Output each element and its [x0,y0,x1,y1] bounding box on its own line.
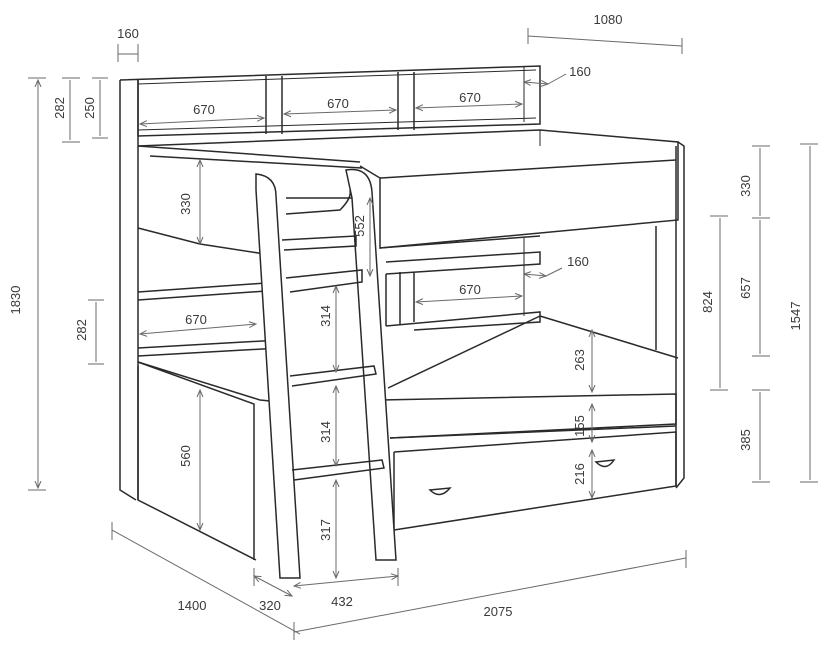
dim-desk-height: 560 [178,445,193,467]
dimension-labels: 1830 282 250 160 670 670 670 1080 160 33… [8,12,803,619]
dimension-lines [28,28,818,640]
dim-lower-shelf-width-right: 670 [459,282,481,297]
dim-lower-bed-gap: 263 [572,349,587,371]
dim-ladder-depth: 320 [259,598,281,613]
dim-ladder-bottom: 317 [318,519,333,541]
dim-shelf-width-2: 670 [327,96,349,111]
dim-right-bottom: 385 [738,429,753,451]
dim-right-mid: 657 [738,277,753,299]
dim-upper-guard: 330 [178,193,193,215]
dim-shelf-depth-right: 160 [569,64,591,79]
dim-right-total: 1547 [788,302,803,331]
dim-ladder-width: 432 [331,594,353,609]
dim-lower-shelf-height: 282 [74,319,89,341]
dim-ladder-step-1: 314 [318,305,333,327]
dim-upper-shelf-inner: 250 [82,97,97,119]
dim-ladder-top: 552 [352,215,367,237]
dim-shelf-width-1: 670 [193,102,215,117]
dim-right-lower-clear: 824 [700,291,715,313]
dim-upper-shelf-outer: 282 [52,97,67,119]
dim-length-total: 2075 [484,604,513,619]
bed-drawing [119,65,685,579]
dim-depth-top: 1080 [594,12,623,27]
dim-lower-shelf-width-left: 670 [185,312,207,327]
dim-total-height: 1830 [8,286,23,315]
dim-lower-shelf-depth-right: 160 [567,254,589,269]
dim-shelf-width-3: 670 [459,90,481,105]
dim-lower-bed-frame: 155 [572,415,587,437]
dim-right-guard: 330 [738,175,753,197]
dim-depth-total: 1400 [178,598,207,613]
dim-shelf-depth-left: 160 [117,26,139,41]
dim-ladder-step-2: 314 [318,421,333,443]
dim-drawer-height: 216 [572,463,587,485]
